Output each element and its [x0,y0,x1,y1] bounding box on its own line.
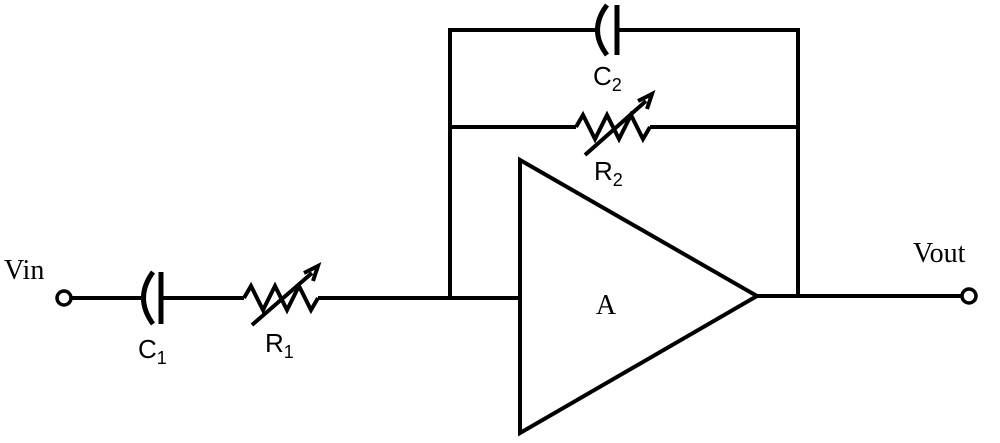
variable-resistor-r1 [242,262,322,327]
amplifier-triangle [518,156,762,437]
resistor-r2-arrow-head [637,90,656,110]
amplifier-label: A [596,290,617,321]
capacitor-c1 [141,270,164,326]
resistor-r2-arrow-line [583,99,648,157]
resistor-r2-zigzag [574,110,652,144]
resistor-r1-arrow-head [303,262,322,282]
capacitor-c2-curved-plate [595,3,610,57]
c2-label: C2 [593,61,622,95]
output-terminal [960,287,978,305]
capacitor-c1-curved-plate [141,270,156,326]
r1-label: R1 [265,328,294,362]
input-terminal [55,289,73,307]
r2-label: R2 [594,156,623,190]
c1-label: C1 [138,334,167,368]
resistor-r1-arrow-line [250,271,314,327]
capacitor-c2 [595,3,620,57]
variable-resistor-r2 [574,90,656,157]
input-label: Vin [4,255,44,286]
output-label: Vout [913,238,966,269]
